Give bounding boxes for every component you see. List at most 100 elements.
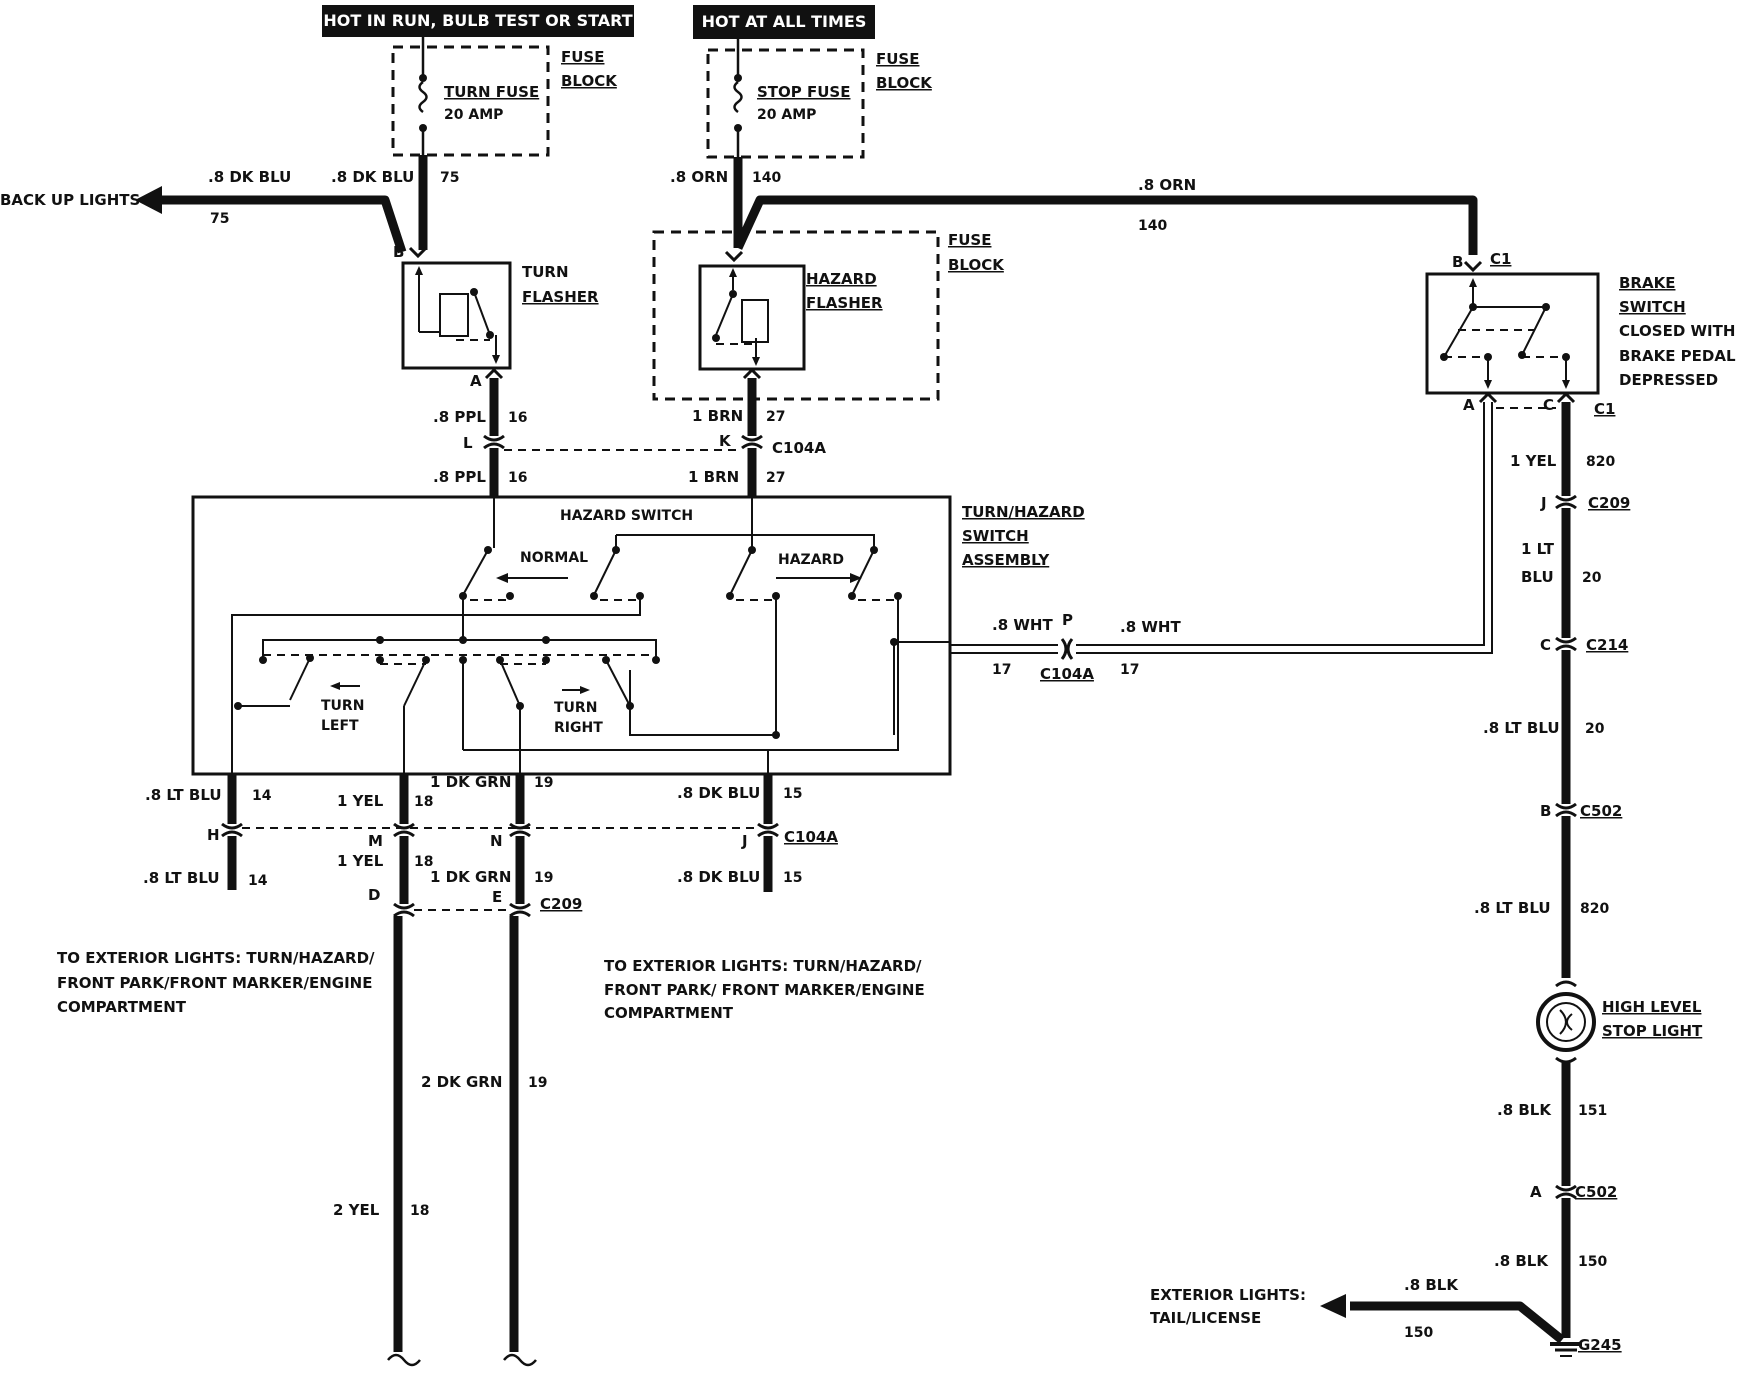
svg-text:20 AMP: 20 AMP bbox=[444, 107, 503, 123]
svg-text:TO EXTERIOR LIGHTS: TURN/HAZAR: TO EXTERIOR LIGHTS: TURN/HAZARD/ bbox=[57, 949, 375, 967]
svg-text:HOT AT ALL TIMES: HOT AT ALL TIMES bbox=[702, 12, 867, 31]
svg-text:A: A bbox=[1463, 396, 1475, 414]
svg-text:TO EXTERIOR LIGHTS: TURN/HAZAR: TO EXTERIOR LIGHTS: TURN/HAZARD/ bbox=[604, 957, 922, 975]
svg-text:C1: C1 bbox=[1490, 250, 1511, 268]
stop-fuse-label: STOP FUSE bbox=[757, 83, 850, 101]
svg-text:20: 20 bbox=[1585, 721, 1605, 737]
svg-text:TURN: TURN bbox=[522, 263, 569, 281]
svg-text:HAZARD: HAZARD bbox=[778, 552, 844, 568]
svg-text:FUSE: FUSE bbox=[948, 231, 991, 249]
c104a-label-bottom: C104A bbox=[784, 828, 838, 846]
c104a-label-top: C104A bbox=[772, 439, 826, 457]
svg-text:151: 151 bbox=[1578, 1103, 1607, 1119]
svg-text:.8 BLK: .8 BLK bbox=[1404, 1276, 1459, 1294]
back-up-lights-label: BACK UP LIGHTS bbox=[0, 191, 140, 209]
svg-text:H: H bbox=[207, 826, 220, 844]
svg-text:.8 ORN: .8 ORN bbox=[1138, 176, 1196, 194]
svg-text:B: B bbox=[1452, 253, 1463, 271]
svg-text:1 LT: 1 LT bbox=[1521, 540, 1555, 558]
svg-text:75: 75 bbox=[210, 211, 229, 227]
svg-text:BRAKE PEDAL: BRAKE PEDAL bbox=[1619, 347, 1736, 365]
svg-text:27: 27 bbox=[766, 409, 785, 425]
svg-text:.8 WHT: .8 WHT bbox=[992, 616, 1053, 634]
svg-text:FRONT PARK/ FRONT MARKER/ENGIN: FRONT PARK/ FRONT MARKER/ENGINE bbox=[604, 981, 925, 999]
svg-text:.8 LT BLU: .8 LT BLU bbox=[1483, 719, 1560, 737]
svg-text:BLU: BLU bbox=[1521, 568, 1554, 586]
c104a-label-right: C104A bbox=[1040, 665, 1094, 683]
svg-text:.8 DK BLU: .8 DK BLU bbox=[677, 784, 760, 802]
svg-text:E: E bbox=[492, 888, 502, 906]
svg-text:BLOCK: BLOCK bbox=[948, 256, 1005, 274]
svg-text:SWITCH: SWITCH bbox=[962, 527, 1029, 545]
svg-text:HAZARD SWITCH: HAZARD SWITCH bbox=[560, 508, 693, 524]
svg-text:ASSEMBLY: ASSEMBLY bbox=[962, 551, 1050, 569]
wire-15: .8 DK BLU 15 J C104A .8 DK BLU 15 bbox=[242, 774, 838, 892]
svg-text:2 DK GRN: 2 DK GRN bbox=[421, 1073, 502, 1091]
wire-75: BACK UP LIGHTS .8 DK BLU 75 .8 DK BLU 75 bbox=[0, 155, 459, 254]
svg-text:CLOSED WITH: CLOSED WITH bbox=[1619, 322, 1735, 340]
svg-text:FLASHER: FLASHER bbox=[522, 288, 599, 306]
wire-18: 1 YEL 18 M 1 YEL 18 D 2 YEL 18 bbox=[333, 774, 433, 1367]
wire-820-stop-circuit: 1 YEL 820 J C209 1 LT BLU 20 C C214 .8 L… bbox=[1474, 402, 1630, 978]
svg-text:G245: G245 bbox=[1578, 1336, 1622, 1354]
svg-text:HAZARD: HAZARD bbox=[806, 270, 877, 288]
svg-text:18: 18 bbox=[414, 794, 433, 810]
svg-text:15: 15 bbox=[783, 786, 802, 802]
svg-text:HOT IN RUN, BULB TEST OR START: HOT IN RUN, BULB TEST OR START bbox=[323, 11, 632, 30]
svg-text:C502: C502 bbox=[1580, 802, 1622, 820]
wire-14: .8 LT BLU 14 H .8 LT BLU 14 bbox=[143, 774, 272, 890]
svg-text:TURN: TURN bbox=[554, 700, 597, 716]
svg-text:J: J bbox=[1540, 494, 1547, 512]
wire-27: 1 BRN 27 K C104A 1 BRN 27 bbox=[504, 367, 826, 498]
svg-text:19: 19 bbox=[528, 1075, 547, 1091]
brake-switch: B C1 BRAKE SWITCH CLOSED WITH BRAKE PEDA… bbox=[1425, 250, 1736, 418]
turn-fuse-label: TURN FUSE bbox=[444, 83, 539, 101]
svg-text:1 YEL: 1 YEL bbox=[1510, 452, 1557, 470]
svg-text:2 YEL: 2 YEL bbox=[333, 1201, 380, 1219]
stop-fuse: STOP FUSE 20 AMP FUSE BLOCK bbox=[706, 39, 933, 159]
svg-text:17: 17 bbox=[1120, 662, 1139, 678]
svg-text:C214: C214 bbox=[1586, 636, 1628, 654]
svg-text:D: D bbox=[368, 886, 380, 904]
turn-supply-header: HOT IN RUN, BULB TEST OR START bbox=[322, 5, 634, 37]
svg-text:27: 27 bbox=[766, 470, 785, 486]
svg-text:FUSE: FUSE bbox=[561, 48, 604, 66]
svg-text:75: 75 bbox=[440, 170, 459, 186]
svg-text:.8 BLK: .8 BLK bbox=[1497, 1101, 1552, 1119]
svg-text:TURN/HAZARD: TURN/HAZARD bbox=[962, 503, 1085, 521]
wire-140: .8 ORN 140 .8 ORN 140 bbox=[670, 157, 1478, 255]
svg-text:K: K bbox=[719, 432, 732, 450]
exterior-lights-note-left: TO EXTERIOR LIGHTS: TURN/HAZARD/ FRONT P… bbox=[57, 949, 375, 1016]
turn-hazard-switch-assembly: HAZARD SWITCH TURN/HAZARD SWITCH ASSEMBL… bbox=[191, 495, 1085, 776]
svg-text:NORMAL: NORMAL bbox=[520, 550, 588, 566]
svg-text:1 BRN: 1 BRN bbox=[688, 468, 739, 486]
svg-text:19: 19 bbox=[534, 870, 553, 886]
svg-text:C209: C209 bbox=[1588, 494, 1630, 512]
svg-text:J: J bbox=[741, 832, 748, 850]
turn-fuse: TURN FUSE 20 AMP FUSE BLOCK bbox=[391, 37, 618, 157]
svg-text:14: 14 bbox=[248, 873, 268, 889]
svg-text:BLOCK: BLOCK bbox=[876, 74, 933, 92]
turn-flasher: B TURN FLASHER bbox=[393, 243, 599, 370]
svg-text:20 AMP: 20 AMP bbox=[757, 107, 816, 123]
svg-text:BRAKE: BRAKE bbox=[1619, 274, 1675, 292]
svg-text:HIGH LEVEL: HIGH LEVEL bbox=[1602, 998, 1702, 1016]
svg-text:FRONT PARK/FRONT MARKER/ENGINE: FRONT PARK/FRONT MARKER/ENGINE bbox=[57, 974, 372, 992]
svg-text:16: 16 bbox=[508, 410, 527, 426]
svg-text:16: 16 bbox=[508, 470, 527, 486]
svg-text:M: M bbox=[368, 832, 383, 850]
svg-text:SWITCH: SWITCH bbox=[1619, 298, 1686, 316]
svg-text:LEFT: LEFT bbox=[321, 718, 359, 734]
svg-text:.8 LT BLU: .8 LT BLU bbox=[143, 869, 220, 887]
svg-text:19: 19 bbox=[534, 775, 553, 791]
svg-text:TAIL/LICENSE: TAIL/LICENSE bbox=[1150, 1309, 1261, 1327]
svg-text:P: P bbox=[1062, 611, 1073, 629]
svg-text:.8 DK BLU: .8 DK BLU bbox=[677, 868, 760, 886]
svg-text:N: N bbox=[490, 832, 503, 850]
svg-text:C502: C502 bbox=[1575, 1183, 1617, 1201]
svg-text:C: C bbox=[1540, 636, 1551, 654]
svg-text:1 DK GRN: 1 DK GRN bbox=[430, 773, 511, 791]
wire-151-150-ground: .8 BLK 151 A C502 .8 BLK 150 .8 BLK 150 … bbox=[1150, 1062, 1622, 1357]
svg-text:17: 17 bbox=[992, 662, 1011, 678]
svg-text:TURN: TURN bbox=[321, 698, 364, 714]
